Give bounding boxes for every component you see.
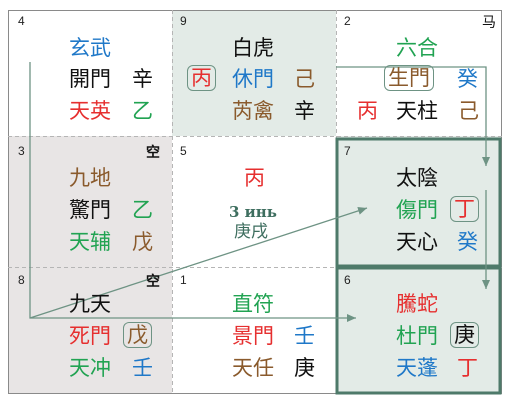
palace-9-door: 休門 — [232, 67, 274, 91]
palace-9-door-stem: 己 — [294, 67, 315, 91]
palace-9-number: 9 — [180, 14, 187, 28]
palace-8-door-stem: 戊 — [123, 322, 152, 348]
palace-3-door-stem: 乙 — [132, 198, 153, 222]
palace-2-star: 天柱 — [396, 99, 438, 123]
palace-8-shade — [8, 267, 172, 394]
palace-3-deity: 九地 — [69, 166, 111, 190]
palace-8-star-stem: 壬 — [132, 356, 153, 380]
palace-4-star-stem: 乙 — [132, 99, 153, 123]
palace-7-deity: 太陰 — [396, 166, 438, 190]
palace-8-deity: 九天 — [69, 292, 111, 316]
palace-3-void-marker: 空 — [146, 145, 160, 161]
palace-2-horse-marker: 马 — [482, 15, 496, 31]
palace-8-number: 8 — [18, 273, 25, 287]
palace-6-number: 6 — [344, 273, 351, 287]
palace-5-day-text: 3 инь — [229, 203, 277, 221]
palace-8-star: 天冲 — [69, 356, 111, 380]
palace-7-number: 7 — [344, 144, 351, 158]
palace-4-door: 開門 — [69, 67, 111, 91]
palace-4-star: 天英 — [69, 99, 111, 123]
palace-8-door: 死門 — [69, 324, 111, 348]
palace-1-door-stem: 壬 — [294, 324, 315, 348]
palace-4-deity: 玄武 — [69, 36, 111, 60]
palace-6-star-stem: 丁 — [457, 356, 478, 380]
palace-2-outer-stem: 丙 — [357, 99, 378, 123]
palace-9-outer-stem: 丙 — [187, 65, 216, 91]
palace-7-door: 傷門 — [396, 198, 438, 222]
palace-1-number: 1 — [180, 273, 187, 287]
palace-2-number: 2 — [344, 14, 351, 28]
palace-3-door: 驚門 — [69, 198, 111, 222]
palace-4-number: 4 — [18, 14, 25, 28]
palace-3-star: 天辅 — [69, 230, 111, 254]
palace-3-number: 3 — [18, 144, 25, 158]
palace-6-highlight — [335, 266, 502, 395]
palace-2-star-stem: 己 — [458, 99, 479, 123]
palace-9-deity: 白虎 — [232, 36, 274, 60]
palace-3-shade — [8, 136, 172, 267]
arrow-8-to-7 — [29, 206, 368, 319]
palace-7-highlight — [335, 137, 502, 268]
palace-7-star: 天心 — [396, 230, 438, 254]
palace-4-door-stem: 辛 — [132, 67, 153, 91]
palace-1-star: 天任 — [232, 356, 274, 380]
palace-6-deity: 騰蛇 — [396, 292, 438, 316]
palace-1-deity: 直符 — [232, 292, 274, 316]
palace-9-star-stem: 辛 — [294, 99, 315, 123]
palace-2-deity: 六合 — [396, 36, 438, 60]
palace-6-star: 天蓬 — [396, 356, 438, 380]
palace-6-shade — [336, 267, 502, 394]
palace-2-door: 生門 — [384, 65, 434, 91]
palace-9-star: 芮禽 — [232, 99, 274, 123]
palace-3-star-stem: 戊 — [132, 230, 153, 254]
palace-5-number: 5 — [180, 144, 187, 158]
palace-1-star-stem: 庚 — [294, 356, 315, 380]
palace-1-door: 景門 — [232, 324, 274, 348]
palace-9-shade — [172, 10, 336, 136]
palace-7-door-stem: 丁 — [450, 196, 479, 222]
palace-5-ganzhi: 庚戌 — [234, 222, 268, 242]
palace-6-door-stem: 庚 — [450, 322, 479, 348]
palace-5-stem: 丙 — [244, 166, 265, 190]
palace-2-door-stem: 癸 — [457, 67, 478, 91]
palace-7-star-stem: 癸 — [457, 230, 478, 254]
palace-6-door: 杜門 — [396, 324, 438, 348]
palace-8-void-marker: 空 — [146, 274, 160, 290]
